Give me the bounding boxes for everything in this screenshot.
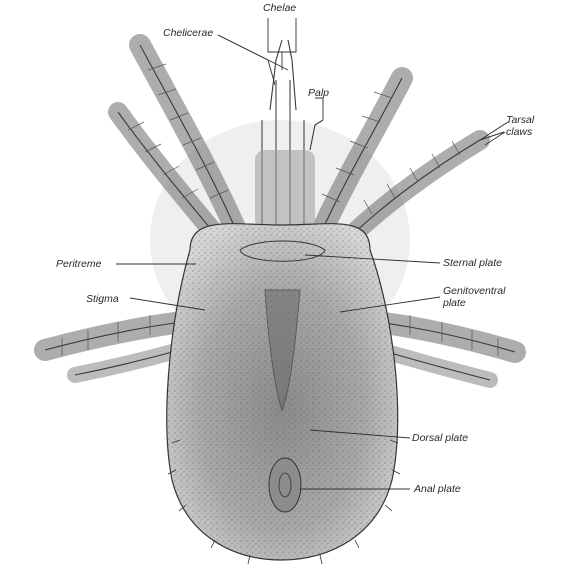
- idiosoma: [167, 224, 400, 564]
- label-stigma: Stigma: [86, 293, 119, 305]
- label-chelicerae: Chelicerae: [163, 27, 213, 39]
- label-anal-plate: Anal plate: [413, 483, 461, 495]
- label-dorsal-plate: Dorsal plate: [412, 432, 468, 444]
- label-tarsal-claws-line1: Tarsal: [506, 114, 535, 126]
- label-tarsal-claws-line2: claws: [506, 126, 533, 138]
- anal-plate-shape: [269, 458, 301, 512]
- label-peritreme: Peritreme: [56, 258, 102, 270]
- label-palp: Palp: [308, 87, 329, 99]
- label-genitoventral-plate-line1: Genitoventral: [443, 285, 506, 297]
- label-chelae: Chelae: [263, 2, 296, 14]
- label-genitoventral-plate-line2: plate: [442, 297, 466, 309]
- label-sternal-plate: Sternal plate: [443, 257, 502, 269]
